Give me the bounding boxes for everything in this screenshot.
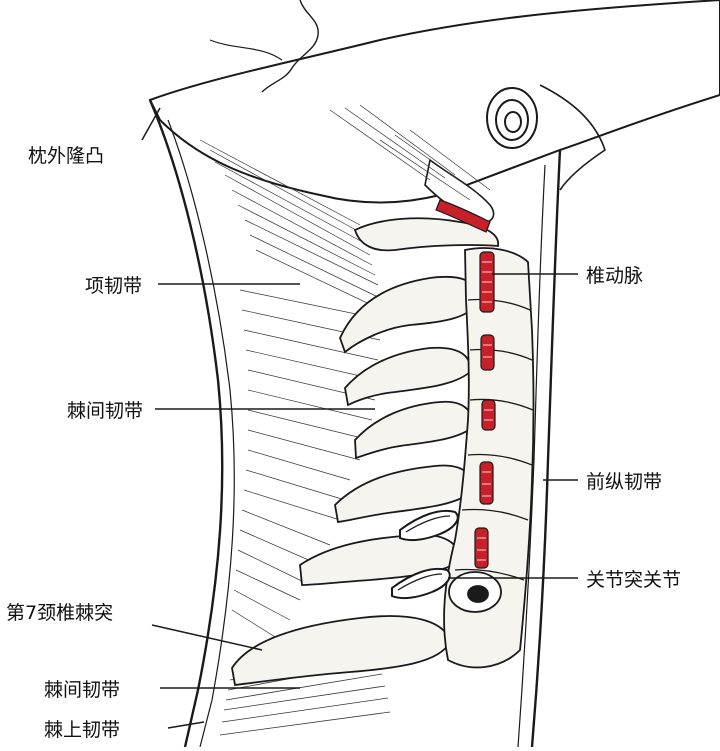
neck-front-inner [517, 164, 546, 748]
neck-front-outline [530, 149, 562, 748]
label-facet-joint: 关节突关节 [586, 569, 681, 591]
facet-joints [391, 510, 459, 600]
leader-occipital [141, 107, 161, 141]
skull [148, 0, 720, 224]
ear-canal-outer [486, 87, 538, 149]
spinous-c4 [354, 400, 474, 460]
label-occipital-protuberance: 枕外隆凸 [28, 145, 104, 167]
label-c7-spinous-process: 第7颈椎棘突 [6, 602, 113, 624]
skull-outline [148, 0, 720, 204]
vertebra-sep-4 [467, 453, 533, 466]
jaw-edge [539, 84, 606, 191]
label-nuchal-ligament: 项韧带 [85, 275, 142, 297]
vertebra-sep-2 [469, 348, 533, 361]
ear-canal-middle [495, 99, 529, 141]
vertebral-artery [435, 199, 496, 569]
facet-joint-lower [391, 568, 451, 600]
leader-supraspinous [167, 721, 205, 729]
artery-seg-4 [479, 461, 494, 505]
artery-seg-2 [480, 334, 495, 371]
leader-c7 [151, 624, 263, 651]
labels: 枕外隆凸 项韧带 棘间韧带 第7颈椎棘突 棘间韧带 棘上韧带 椎动脉 前纵韧带 … [6, 145, 681, 741]
muscle-fibers [199, 104, 491, 641]
atlas-posterior-arch [353, 217, 499, 252]
spinous-c7 [231, 615, 451, 686]
neck-back-inner [167, 119, 235, 748]
skull-suture-2 [209, 39, 283, 61]
label-interspinous-ligament-lower: 棘间韧带 [44, 679, 120, 701]
spinous-c2 [339, 275, 481, 354]
ear-canal-inner [504, 111, 522, 133]
vertebra-sep-5 [461, 508, 529, 521]
neck-back-outline [148, 99, 224, 748]
facet-joint-upper [399, 510, 459, 542]
label-anterior-longitudinal-ligament: 前纵韧带 [586, 471, 662, 493]
spinous-c3 [344, 346, 471, 407]
vertebra-sep-1 [467, 298, 531, 311]
leader-lines [141, 107, 578, 729]
artery-seg-5 [474, 527, 489, 569]
label-interspinous-ligament-upper: 棘间韧带 [67, 400, 143, 422]
vertebrae [231, 217, 535, 686]
artery-arch-segment [435, 199, 491, 233]
label-supraspinous-ligament: 棘上韧带 [44, 719, 120, 741]
label-vertebral-artery: 椎动脉 [586, 265, 643, 287]
artery-seg-3 [481, 399, 496, 431]
skull-suture [261, 0, 319, 93]
vertebra-sep-3 [469, 398, 534, 411]
